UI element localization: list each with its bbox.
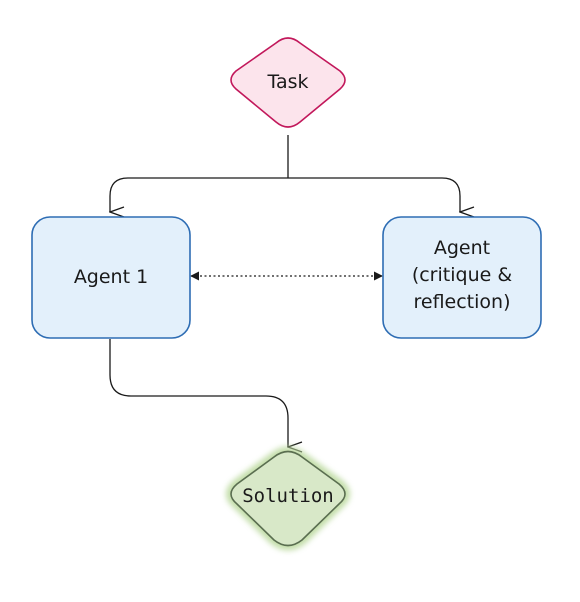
task-node: Task	[230, 37, 346, 128]
task-label: Task	[266, 71, 308, 93]
solution-diamond	[230, 450, 346, 547]
edges	[110, 135, 460, 447]
task-diamond	[230, 37, 346, 128]
agent-critique-label-line-2: (critique &	[412, 264, 513, 286]
edge-agent-1-to-solution	[109, 339, 288, 447]
agent-critique-label-line-3: reflection)	[414, 291, 511, 313]
agent-critique-box	[382, 216, 542, 339]
solution-label: Solution	[242, 485, 334, 507]
agent-critique-node: Agent (critique & reflection)	[382, 216, 542, 339]
agent-1-node: Agent 1	[31, 216, 191, 339]
edge-task-to-agent-critique	[288, 177, 460, 212]
agent-critique-label-line-1: Agent	[434, 237, 490, 259]
solution-node: Solution	[226, 446, 350, 551]
agent-1-label: Agent 1	[74, 266, 148, 288]
agent-1-box	[31, 216, 191, 339]
edge-task-to-agent-1	[110, 177, 288, 212]
